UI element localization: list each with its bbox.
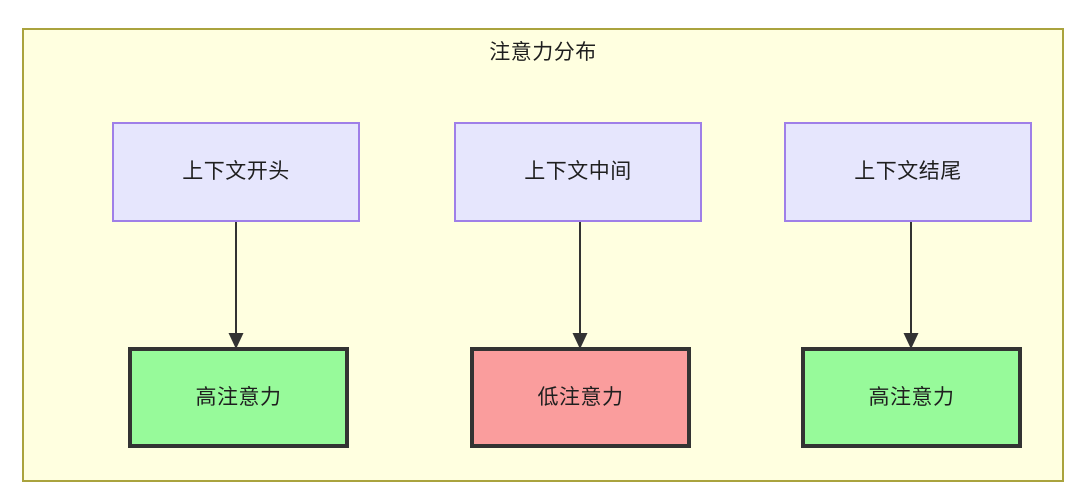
- edge-context-end-to-result: [900, 222, 922, 350]
- attention-distribution-subgraph: 注意力分布 上下文开头 上下文中间 上下文结尾 高注意力 低注: [22, 28, 1064, 482]
- node-context-middle[interactable]: 上下文中间: [454, 122, 702, 222]
- edge-context-start-to-result: [225, 222, 247, 350]
- node-context-end[interactable]: 上下文结尾: [784, 122, 1032, 222]
- node-attention-result-start[interactable]: 高注意力: [128, 347, 349, 448]
- node-context-start[interactable]: 上下文开头: [112, 122, 360, 222]
- node-attention-result-end[interactable]: 高注意力: [801, 347, 1022, 448]
- edge-context-middle-to-result: [569, 222, 591, 350]
- node-attention-result-middle[interactable]: 低注意力: [470, 347, 691, 448]
- subgraph-title: 注意力分布: [489, 41, 597, 64]
